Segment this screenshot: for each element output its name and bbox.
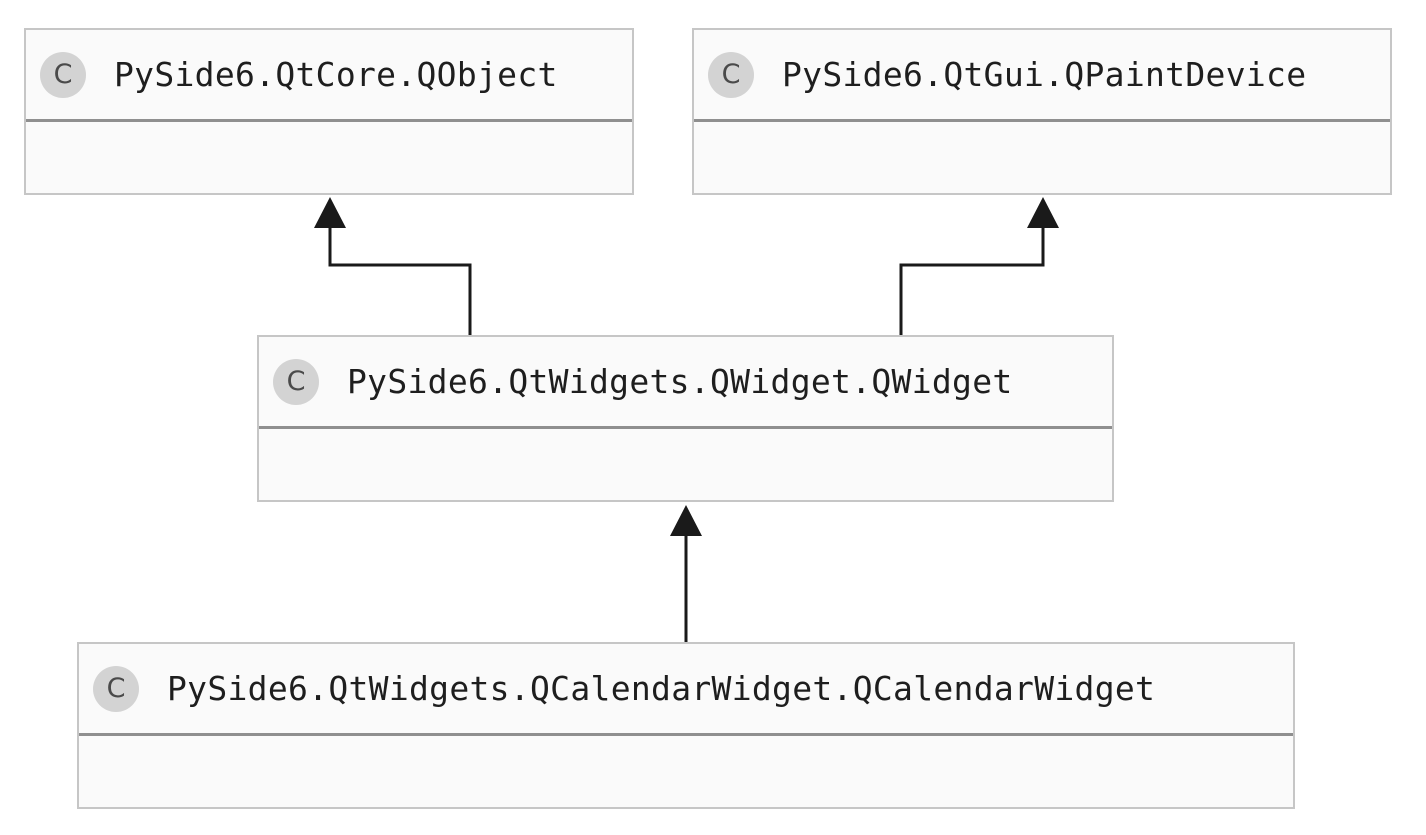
edge-line [328,228,472,335]
class-members-section [79,736,1293,807]
class-qcalendarwidget[interactable]: C PySide6.QtWidgets.QCalendarWidget.QCal… [77,642,1295,809]
class-qobject[interactable]: C PySide6.QtCore.QObject [24,28,634,195]
inheritance-arrowhead [314,197,346,228]
class-header: C PySide6.QtWidgets.QWidget.QWidget [259,337,1112,429]
class-icon: C [708,51,754,98]
inheritance-arrowhead [1027,197,1059,228]
class-members-section [26,122,632,193]
edge-qwidget-to-qpaintdevice [899,197,1059,335]
class-qpaintdevice[interactable]: C PySide6.QtGui.QPaintDevice [692,28,1392,195]
class-icon: C [40,51,86,98]
class-icon: C [93,665,139,712]
class-header: C PySide6.QtWidgets.QCalendarWidget.QCal… [79,644,1293,736]
edge-qcalendarwidget-to-qwidget [670,505,702,642]
edge-qwidget-to-qobject [314,197,472,335]
class-name: PySide6.QtCore.QObject [114,55,558,94]
class-icon: C [273,358,319,405]
class-name: PySide6.QtWidgets.QWidget.QWidget [347,362,1013,401]
class-header: C PySide6.QtGui.QPaintDevice [694,30,1390,122]
class-name: PySide6.QtGui.QPaintDevice [782,55,1307,94]
class-members-section [694,122,1390,193]
class-name: PySide6.QtWidgets.QCalendarWidget.QCalen… [167,669,1156,708]
class-header: C PySide6.QtCore.QObject [26,30,632,122]
inheritance-arrowhead [670,505,702,536]
class-qwidget[interactable]: C PySide6.QtWidgets.QWidget.QWidget [257,335,1114,502]
class-members-section [259,429,1112,500]
edge-line [899,228,1045,335]
